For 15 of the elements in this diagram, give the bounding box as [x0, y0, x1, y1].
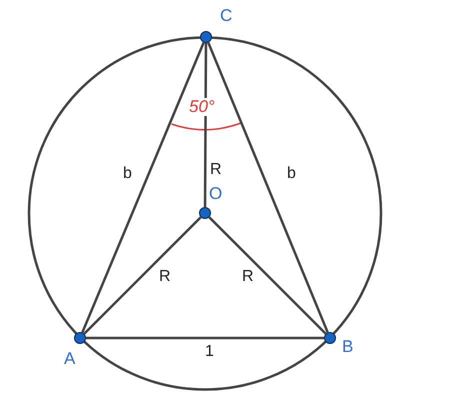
line-segment: [207, 42, 329, 333]
line-segment: [86, 336, 324, 340]
point-marker: [324, 332, 336, 344]
line-segment: [83, 216, 202, 335]
line-segment: [204, 43, 208, 207]
point-label: O: [209, 185, 222, 203]
line-segment: [208, 216, 327, 335]
point-label: B: [342, 338, 354, 356]
point-label: A: [64, 350, 76, 368]
point-marker: [199, 207, 211, 219]
point-marker: [200, 31, 212, 43]
line-segment: [81, 42, 205, 333]
point-label: C: [220, 7, 232, 25]
angle-label: 50°: [188, 98, 216, 116]
point-marker: [74, 332, 86, 344]
